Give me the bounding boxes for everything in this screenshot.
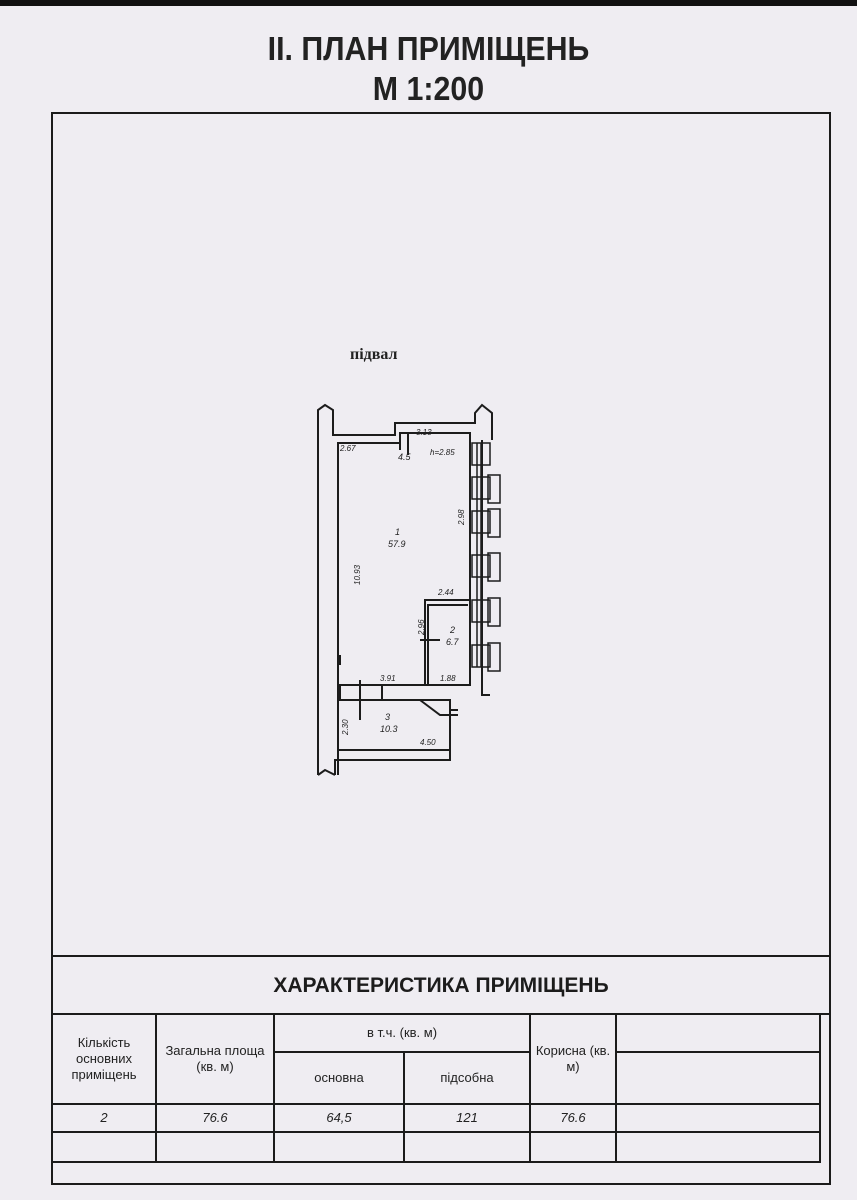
header-count: Кількість основних приміщень: [51, 1013, 157, 1105]
top-edge: [0, 0, 857, 6]
svg-text:2: 2: [449, 625, 455, 635]
table-row: 2 76.6 64,5 121 76.6: [51, 1103, 821, 1133]
empty-cell: [529, 1131, 617, 1163]
header-auxiliary: підсобна: [403, 1051, 531, 1105]
header-useful: Корисна (кв. м): [529, 1013, 617, 1105]
svg-text:3: 3: [385, 712, 390, 722]
svg-text:10.3: 10.3: [380, 724, 398, 734]
characteristics-table: Кількість основних приміщень Загальна пл…: [51, 1013, 821, 1163]
header-including: в т.ч. (кв. м): [273, 1013, 531, 1053]
header-main: основна: [273, 1051, 405, 1105]
svg-text:2.96: 2.96: [417, 619, 426, 636]
header-total-area: Загальна площа (кв. м): [155, 1013, 275, 1105]
svg-text:2.30: 2.30: [341, 719, 350, 736]
header-blank-2: [615, 1051, 821, 1105]
svg-text:4.50: 4.50: [420, 738, 436, 747]
characteristics-title: ХАРАКТЕРИСТИКА ПРИМІЩЕНЬ: [51, 955, 831, 1015]
svg-text:10.93: 10.93: [353, 564, 362, 585]
table-row-empty: [51, 1131, 821, 1163]
value-main: 64,5: [273, 1103, 405, 1133]
svg-text:2.98: 2.98: [457, 509, 466, 526]
value-count: 2: [51, 1103, 157, 1133]
empty-cell: [273, 1131, 405, 1163]
svg-text:1.88: 1.88: [440, 674, 456, 683]
page-title: ІІ. ПЛАН ПРИМІЩЕНЬ: [267, 30, 590, 67]
svg-text:3.13: 3.13: [416, 428, 432, 437]
svg-text:57.9: 57.9: [388, 539, 406, 549]
floor-plan-drawing: 2.67 3.13 h=2.85 4.5 1 57.9 10.93 2.98 2…: [317, 403, 501, 776]
floor-label: підвал: [350, 346, 398, 363]
value-blank: [615, 1103, 821, 1133]
svg-text:2.67: 2.67: [339, 444, 356, 453]
header-blank: [615, 1013, 821, 1053]
empty-cell: [615, 1131, 821, 1163]
svg-text:2.44: 2.44: [437, 588, 454, 597]
plan-frame: [51, 112, 831, 1185]
empty-cell: [51, 1131, 157, 1163]
empty-cell: [155, 1131, 275, 1163]
svg-text:6.7: 6.7: [446, 637, 460, 647]
value-useful: 76.6: [529, 1103, 617, 1133]
svg-text:4.5: 4.5: [398, 452, 412, 462]
scale-label: М 1:200: [372, 70, 485, 107]
value-total-area: 76.6: [155, 1103, 275, 1133]
svg-text:3.91: 3.91: [380, 674, 396, 683]
svg-text:h=2.85: h=2.85: [430, 448, 455, 457]
empty-cell: [403, 1131, 531, 1163]
svg-text:1: 1: [395, 527, 400, 537]
value-auxiliary: 121: [403, 1103, 531, 1133]
